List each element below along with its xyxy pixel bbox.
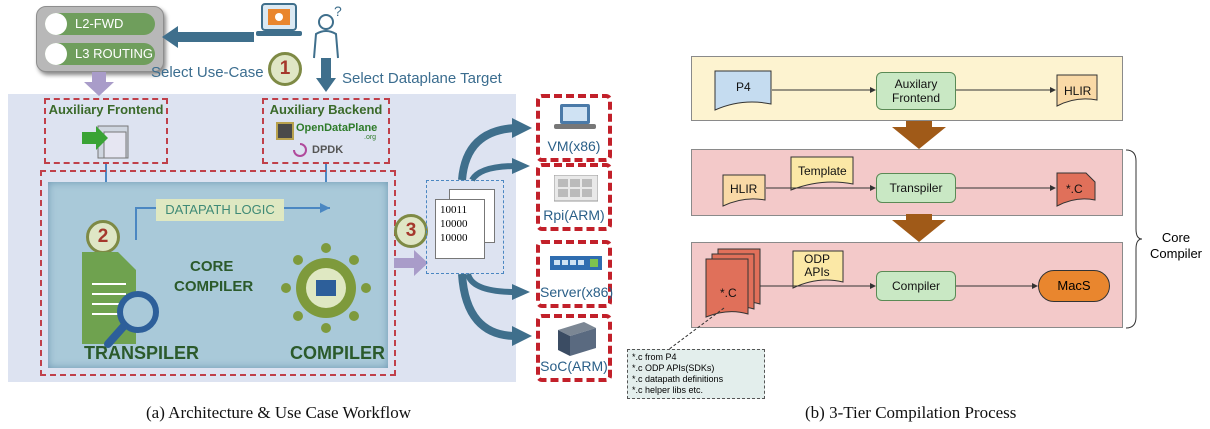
binary-line: 10011 [440, 204, 468, 216]
step-3-badge: 3 [394, 214, 428, 248]
aux-backend-title: Auxiliary Backend [269, 102, 383, 117]
target-fanout-arrows [458, 118, 532, 346]
core-compiler-brace [1125, 149, 1143, 329]
target-rpi-arm[interactable]: Rpi(ARM) [536, 163, 612, 231]
use-case-selector: L2-FWD L3 ROUTING [36, 6, 164, 72]
use-case-l3routing[interactable]: L3 ROUTING [45, 43, 155, 65]
step-2-badge: 2 [86, 220, 120, 254]
target-soc-arm[interactable]: SoC(ARM) [536, 314, 612, 382]
user-laptop-icon: ? [256, 3, 342, 59]
select-use-case-label: Select Use-Case [151, 64, 264, 81]
hlir-label-2: HLIR [730, 182, 758, 196]
target-vm-label: VM(x86) [547, 138, 601, 154]
use-case-down-arrow [84, 72, 114, 96]
c-document-1 [1056, 172, 1096, 207]
step3-arrow [394, 250, 428, 276]
target-rpi-label: Rpi(ARM) [543, 207, 605, 223]
dpdk-logo: DPDK [312, 144, 344, 156]
note-line: *.c helper libs etc. [632, 385, 704, 395]
binary-line: 10000 [440, 218, 468, 230]
aux-frontend-title: Auxiliary Frontend [48, 102, 164, 117]
c-document-stack [705, 248, 761, 318]
binary-line: 10000 [440, 232, 468, 244]
note-line: *.c datapath definitions [632, 374, 724, 384]
note-pointer [667, 307, 725, 351]
c-label-1: *.C [1066, 182, 1083, 196]
server-icon [550, 256, 602, 270]
odp-apis-document [792, 250, 844, 289]
use-case-l2fwd[interactable]: L2-FWD [45, 13, 155, 35]
binary-output-box: 10011 10000 10000 [426, 180, 504, 274]
use-case-l3routing-label: L3 ROUTING [75, 46, 154, 61]
radio-icon [45, 43, 67, 65]
transpiler-node: Transpiler [876, 173, 956, 203]
caption-b: (b) 3-Tier Compilation Process [805, 403, 1017, 422]
p4-document [714, 70, 772, 111]
datapath-logic-banner: DATAPATH LOGIC [156, 199, 284, 221]
tier3-arrows [760, 283, 1038, 289]
tier1-arrows [772, 87, 1056, 93]
hlir-document-2 [722, 174, 766, 207]
laptop-icon [554, 104, 596, 129]
aux-frontend-node: Auxilary Frontend [876, 72, 956, 110]
target-server-x86[interactable]: Server(x86) [536, 240, 614, 308]
rpi-board-icon [554, 175, 598, 202]
transpiler-label: TRANSPILER [84, 343, 200, 363]
odp-apis-label: ODP APIs [804, 252, 831, 279]
odp-logo: OpenDataPlane [296, 122, 378, 134]
macs-output: MacS [1038, 270, 1110, 302]
target-soc-label: SoC(ARM) [540, 358, 608, 374]
core-compiler-outer [40, 170, 396, 376]
use-case-l2fwd-label: L2-FWD [75, 16, 124, 31]
binary-doc-front: 10011 10000 10000 [435, 199, 485, 259]
aux-backend-box: Auxiliary Backend OpenDataPlane .org DPD… [262, 98, 390, 164]
aux-frontend-node-label: Auxilary Frontend [891, 77, 941, 105]
soc-device-icon [558, 322, 596, 356]
svg-text:?: ? [334, 3, 342, 19]
p4-label: P4 [736, 80, 751, 94]
template-document [790, 156, 854, 191]
core-compiler-label: Core Compiler [1150, 230, 1203, 261]
odp-logo-sub: .org [364, 134, 377, 141]
target-server-label: Server(x86) [540, 284, 614, 300]
c-sources-note: *.c from P4 *.c ODP APIs(SDKs) *.c datap… [627, 349, 765, 399]
step-1-badge: 1 [268, 52, 302, 86]
core-label: CORE [190, 258, 234, 275]
compiler-word-label: COMPILER [174, 278, 254, 295]
macs-label: MacS [1057, 278, 1091, 293]
transpiler-document-icon [82, 252, 159, 348]
frontend-tool-icon [82, 125, 129, 159]
arrow-to-use-case [162, 26, 254, 48]
tier2-arrows [766, 185, 1056, 191]
select-target-label: Select Dataplane Target [342, 70, 502, 87]
caption-a: (a) Architecture & Use Case Workflow [146, 403, 412, 422]
aux-frontend-box: Auxiliary Frontend [44, 98, 168, 164]
template-label: Template [798, 164, 847, 178]
tier-down-arrow-1 [892, 121, 946, 149]
note-line: *.c ODP APIs(SDKs) [632, 363, 715, 373]
transpiler-node-label: Transpiler [889, 181, 943, 195]
target-vm-x86[interactable]: VM(x86) [536, 94, 612, 162]
compiler-node: Compiler [876, 271, 956, 301]
dpdk-swirl-icon [293, 143, 307, 157]
hlir-document-1 [1056, 74, 1098, 107]
compiler-node-label: Compiler [891, 279, 940, 293]
c-label-2: *.C [720, 286, 737, 300]
note-line: *.c from P4 [632, 352, 677, 362]
odp-chip-icon [276, 122, 294, 140]
radio-icon [45, 13, 67, 35]
hlir-label-1: HLIR [1064, 84, 1092, 98]
tier-down-arrow-2 [892, 214, 946, 242]
compiler-label: COMPILER [290, 343, 386, 363]
arrow-to-target [316, 58, 336, 92]
compiler-gear-icon [281, 243, 371, 333]
